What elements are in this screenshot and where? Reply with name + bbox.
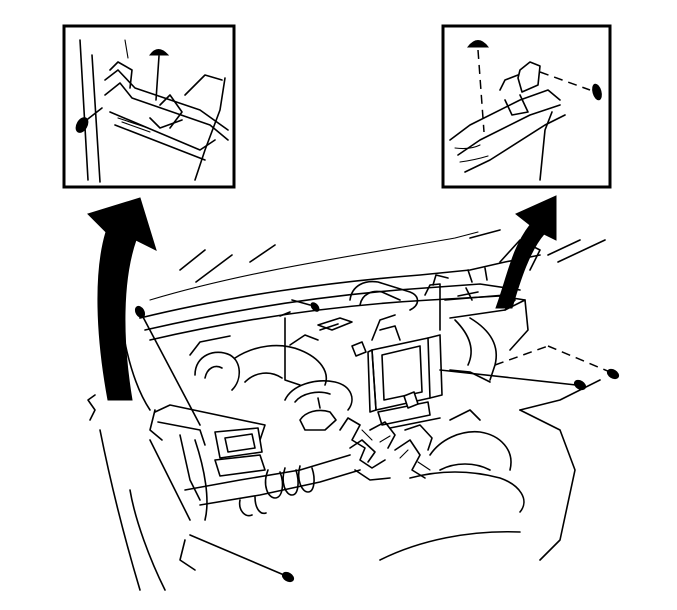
instrument-panel-top-pad: [139, 239, 541, 341]
defroster-vents: [317, 280, 419, 331]
right-detail-bracket: [449, 61, 566, 181]
screw-icon: [606, 368, 620, 380]
callout-right-screw-upper: [494, 345, 620, 380]
windshield-lines: [149, 229, 606, 301]
screw-icon: [539, 71, 602, 101]
callout-left-upper: [134, 305, 201, 426]
left-end-panel: [149, 404, 361, 521]
callout-lower-left: [189, 534, 295, 583]
screw-icon: [134, 305, 146, 319]
left-detail-frame: [62, 24, 236, 189]
callout-right-screw-lower: [439, 369, 587, 391]
steering-column-opening: [284, 380, 353, 431]
right-detail-view: [441, 24, 612, 189]
screw-icon: [573, 379, 587, 391]
push-pin-fastener-icon: [149, 49, 170, 101]
gauge-cluster: [189, 311, 327, 391]
curved-arrow-icon: [495, 195, 557, 309]
lower-panel-slots: [238, 465, 315, 517]
push-pin-fastener-icon: [466, 40, 490, 133]
left-detail-view: [62, 24, 236, 189]
screw-icon: [281, 571, 295, 583]
curved-arrow-icon: [87, 197, 157, 401]
callout-top-center: [291, 299, 320, 312]
wiring-harness: [339, 341, 512, 481]
center-stack-radio: [367, 314, 443, 429]
screw-icon: [75, 107, 103, 133]
screw-icon: [310, 302, 320, 312]
left-detail-bracket: [79, 39, 229, 183]
floor-and-pillar: [87, 269, 601, 591]
instrument-panel-assembly: [87, 229, 606, 591]
right-detail-frame: [441, 24, 612, 189]
